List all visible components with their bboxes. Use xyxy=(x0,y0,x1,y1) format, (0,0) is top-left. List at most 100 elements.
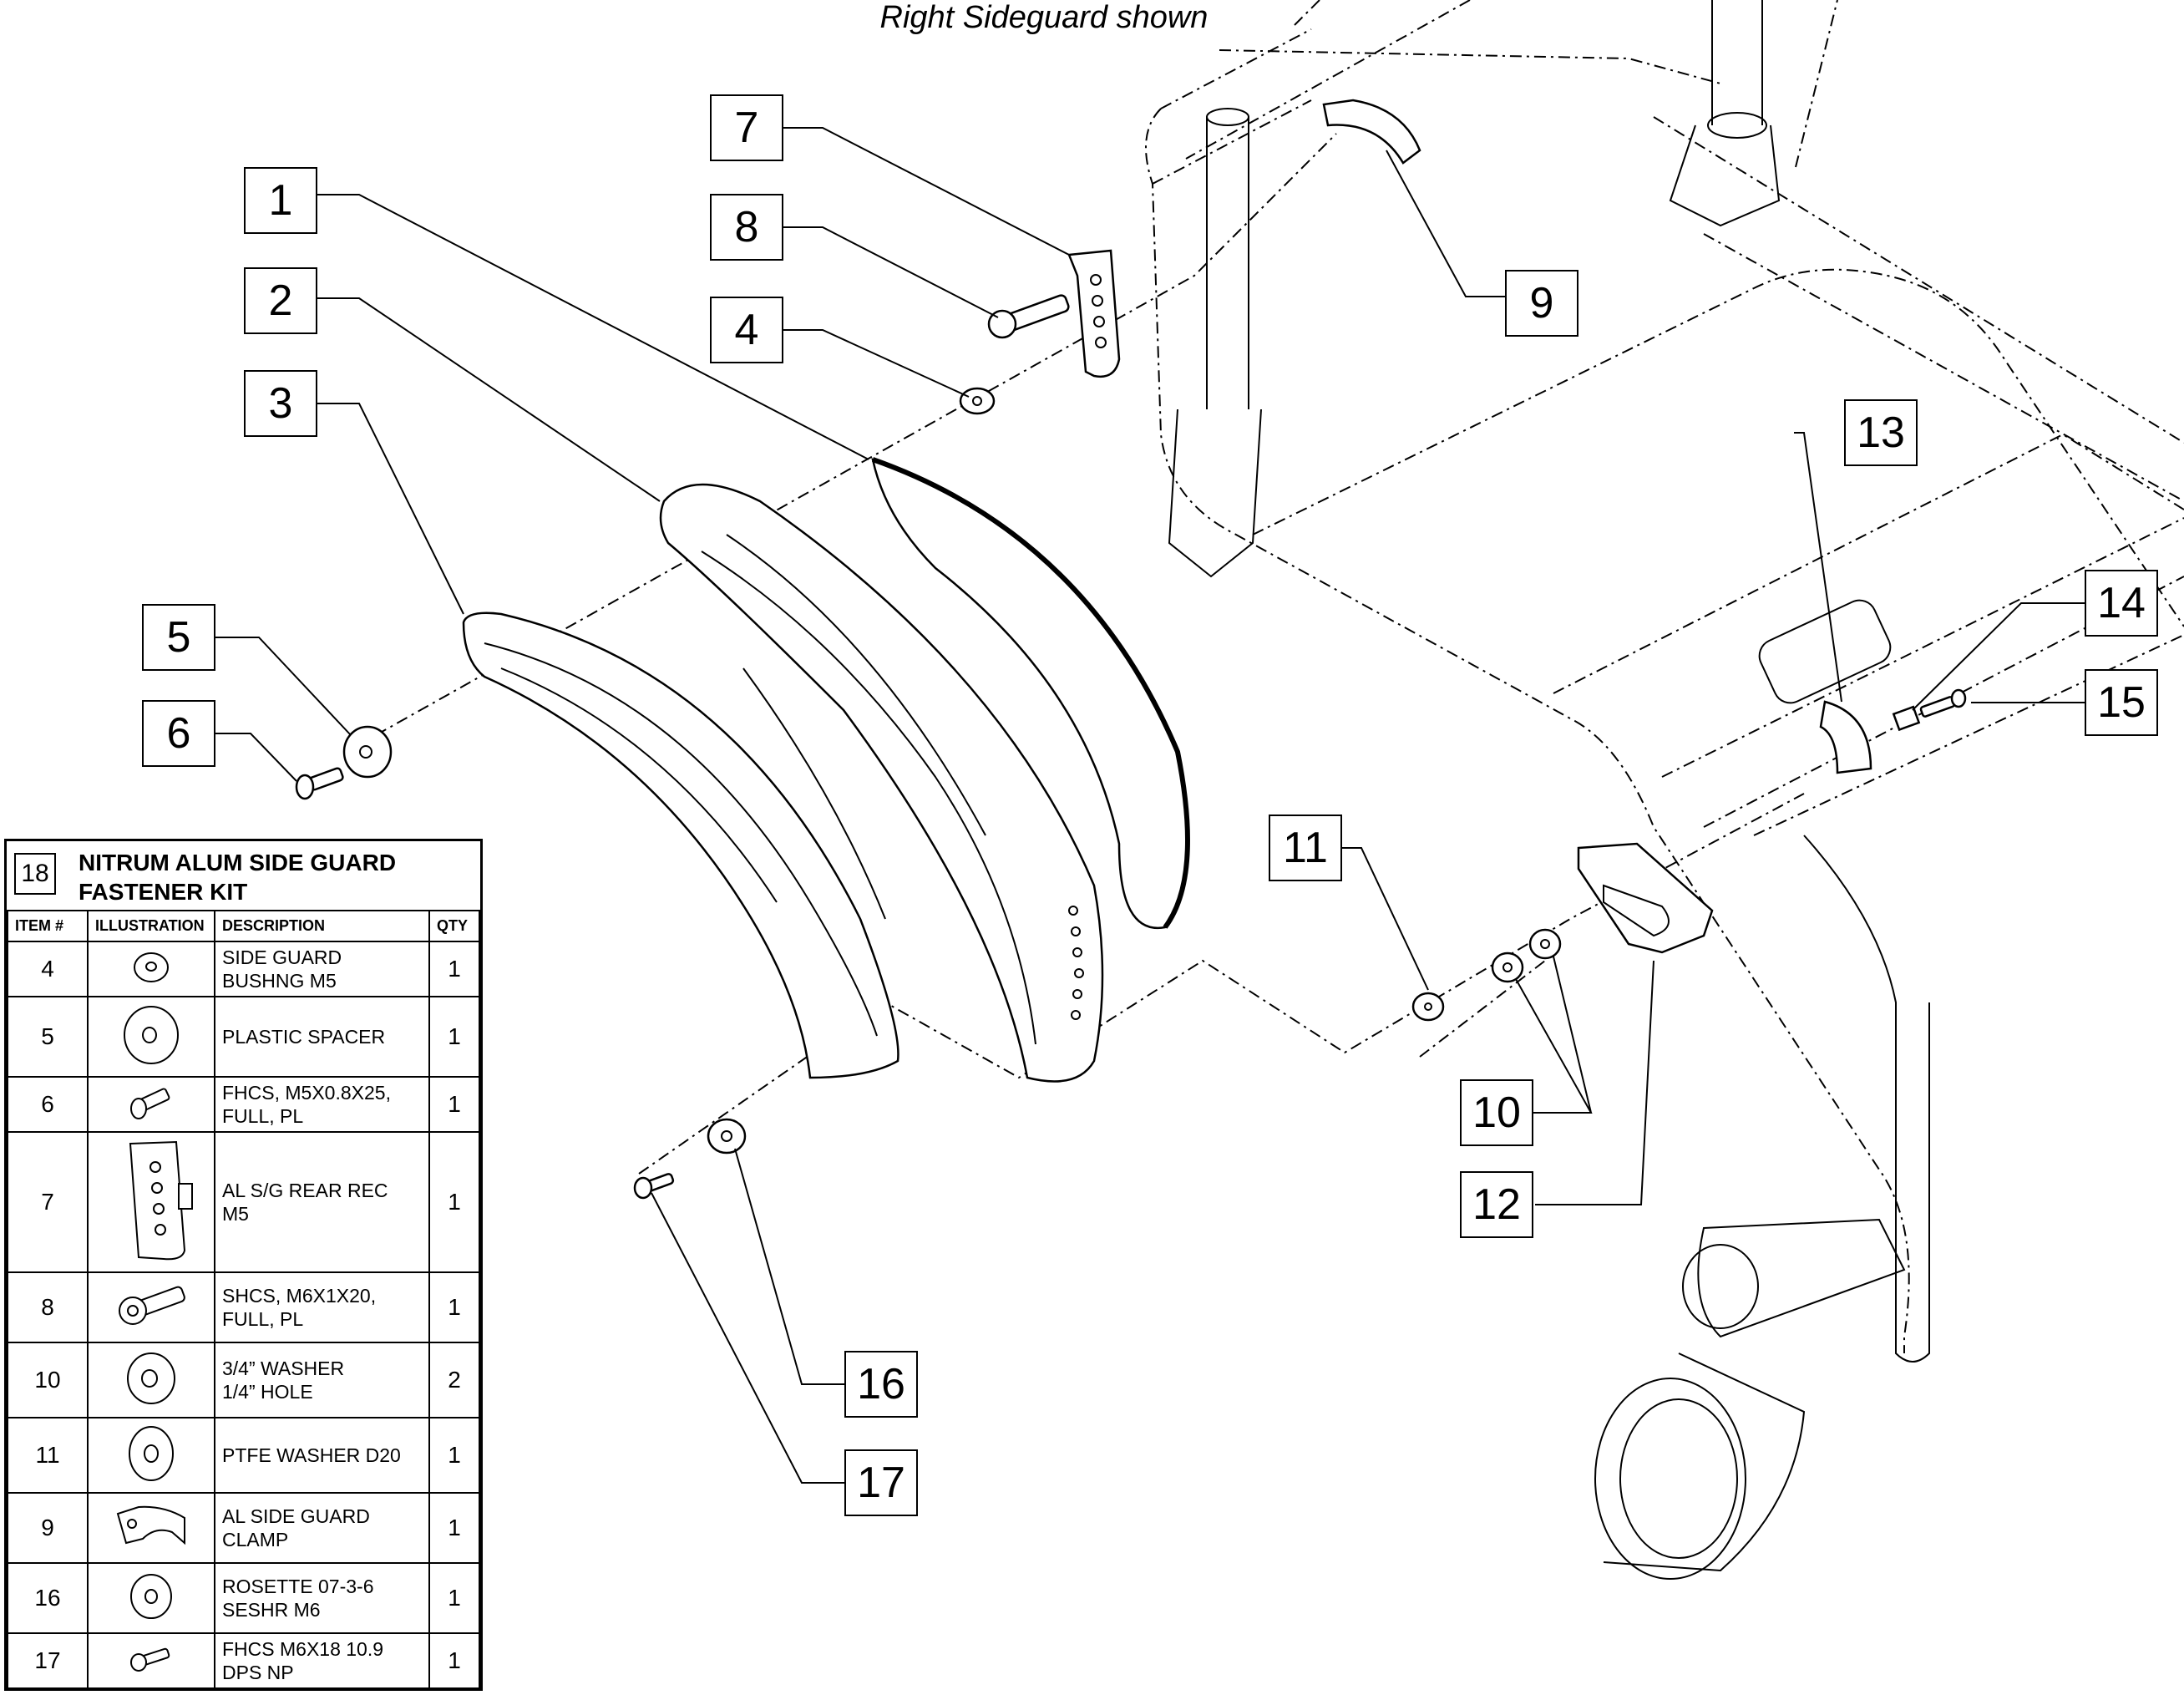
row-item: 5 xyxy=(7,996,89,1078)
row-qty: 2 xyxy=(428,1342,480,1418)
row-item: 4 xyxy=(7,941,89,997)
kit-title-line-2: FASTENER KIT xyxy=(79,879,248,905)
row-qty: 1 xyxy=(428,1271,480,1343)
fastener-kit-table: 18 NITRUM ALUM SIDE GUARD FASTENER KIT I… xyxy=(4,839,483,1691)
callout-2: 2 xyxy=(244,267,317,334)
part-11-ptfe-washer xyxy=(1411,992,1445,1022)
header-description: DESCRIPTION xyxy=(214,910,430,942)
row-qty: 1 xyxy=(428,1131,480,1273)
row-item: 17 xyxy=(7,1632,89,1689)
part-14-nut xyxy=(1892,705,1921,732)
washer-icon xyxy=(127,1352,175,1404)
part-17-screw xyxy=(633,1173,675,1200)
table-header-row: ITEM # ILLUSTRATION DESCRIPTION QTY xyxy=(7,910,480,942)
row-desc-line-2: 1/4” HOLE xyxy=(222,1381,313,1403)
callout-13: 13 xyxy=(1844,399,1918,466)
part-4-bushing xyxy=(959,387,996,415)
leader-lines xyxy=(215,127,2085,1484)
kit-number: 18 xyxy=(14,853,56,895)
kit-title: NITRUM ALUM SIDE GUARD FASTENER KIT xyxy=(79,848,396,906)
row-item: 10 xyxy=(7,1342,89,1418)
row-item: 11 xyxy=(7,1417,89,1494)
row-desc-line-1: 3/4” WASHER xyxy=(222,1358,345,1379)
table-row: 5 PLASTIC SPACER 1 xyxy=(7,996,480,1078)
row-item: 16 xyxy=(7,1562,89,1634)
callout-11: 11 xyxy=(1269,815,1342,881)
bushing-icon xyxy=(134,952,169,982)
row-qty: 1 xyxy=(428,1492,480,1564)
part-15-screw xyxy=(1919,688,1967,718)
plate-holes xyxy=(1068,906,1084,1020)
part-10-washers xyxy=(1491,928,1562,983)
callout-4: 4 xyxy=(710,297,783,363)
part-1-sideguard-panel xyxy=(871,457,1190,930)
callout-1: 1 xyxy=(244,167,317,234)
row-desc-line-2: CLAMP xyxy=(222,1529,289,1550)
small-screw-icon xyxy=(130,1647,170,1672)
callout-9: 9 xyxy=(1505,270,1578,337)
row-desc-line-2: BUSHNG M5 xyxy=(222,970,337,992)
diagram-caption: Right Sideguard shown xyxy=(879,0,1209,35)
callout-3: 3 xyxy=(244,370,317,437)
row-item: 7 xyxy=(7,1131,89,1273)
row-qty: 1 xyxy=(428,1632,480,1689)
part-7-rear-receiver xyxy=(1067,249,1121,378)
part-5-spacer xyxy=(342,725,393,779)
callout-6: 6 xyxy=(142,700,215,767)
row-desc-line-2: SESHR M6 xyxy=(222,1599,321,1621)
row-desc-line-2: FULL, PL xyxy=(222,1308,304,1330)
header-qty: QTY xyxy=(428,910,480,942)
row-desc-line-2: DPS NP xyxy=(222,1662,294,1683)
row-qty: 1 xyxy=(428,1076,480,1133)
row-desc-line-2: FULL, PL xyxy=(222,1105,304,1127)
row-item: 6 xyxy=(7,1076,89,1133)
callout-7: 7 xyxy=(710,94,783,161)
kit-title-line-1: NITRUM ALUM SIDE GUARD xyxy=(79,850,397,875)
callout-14: 14 xyxy=(2085,570,2158,637)
screw-icon xyxy=(130,1087,170,1119)
row-desc-line-2: M5 xyxy=(222,1203,249,1225)
row-desc-line-1: FHCS, M5X0.8X25, xyxy=(222,1082,391,1104)
part-13-clamp xyxy=(1819,700,1872,774)
kit-parts-table: ITEM # ILLUSTRATION DESCRIPTION QTY 4 SI… xyxy=(7,910,480,1689)
row-desc-line-1: ROSETTE 07-3-6 xyxy=(222,1576,374,1597)
callout-16: 16 xyxy=(844,1351,918,1418)
row-qty: 1 xyxy=(428,1562,480,1634)
row-desc-line-1: FHCS M6X18 10.9 xyxy=(222,1638,384,1660)
callout-12: 12 xyxy=(1460,1171,1533,1238)
table-row: 6 FHCS, M5X0.8X25,FULL, PL 1 xyxy=(7,1076,480,1133)
part-9-clamp xyxy=(1322,99,1421,165)
row-desc-line-1: PLASTIC SPACER xyxy=(222,1026,386,1048)
callout-15: 15 xyxy=(2085,669,2158,736)
row-item: 9 xyxy=(7,1492,89,1564)
row-qty: 1 xyxy=(428,996,480,1078)
kit-header: 18 NITRUM ALUM SIDE GUARD FASTENER KIT xyxy=(7,841,480,939)
row-desc-line-1: SHCS, M6X1X20, xyxy=(222,1285,377,1307)
receiver-icon xyxy=(129,1140,193,1260)
part-6-screw xyxy=(295,767,344,800)
part-16-rosette xyxy=(707,1118,747,1155)
header-item: ITEM # xyxy=(7,910,89,942)
callout-5: 5 xyxy=(142,604,215,671)
part-8-bolt xyxy=(987,294,1070,339)
row-qty: 1 xyxy=(428,941,480,997)
row-desc-line-1: PTFE WASHER D20 xyxy=(222,1444,401,1466)
callout-8: 8 xyxy=(710,194,783,261)
table-row: 11 PTFE WASHER D20 1 xyxy=(7,1417,480,1494)
ptfe-washer-icon xyxy=(129,1425,174,1481)
spacer-icon xyxy=(124,1005,179,1064)
row-item: 8 xyxy=(7,1271,89,1343)
row-qty: 1 xyxy=(428,1417,480,1494)
part-3-sideguard-plate xyxy=(462,612,899,1079)
rosette-icon xyxy=(130,1573,172,1619)
wheelchair-frame xyxy=(1145,0,2184,1580)
callout-10: 10 xyxy=(1460,1079,1533,1146)
bolt-icon xyxy=(119,1286,185,1325)
row-desc-line-1: AL S/G REAR REC xyxy=(222,1180,388,1201)
